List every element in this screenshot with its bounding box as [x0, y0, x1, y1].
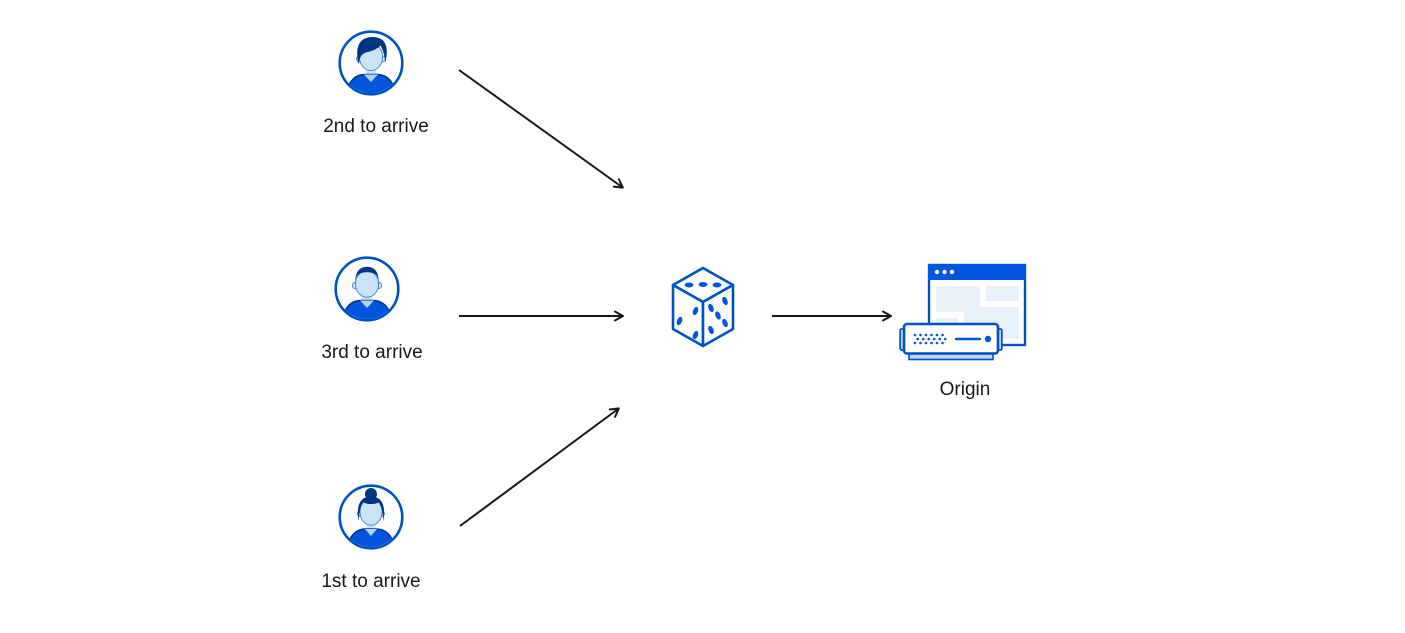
user-avatar-icon: [338, 30, 404, 96]
user-avatar-icon: [334, 256, 400, 322]
server-browser-icon: [899, 263, 1027, 361]
label-client-first: 1st to arrive: [321, 571, 421, 592]
server-vent-dots: [913, 333, 947, 345]
label-client-second: 2nd to arrive: [323, 116, 429, 137]
node-client-second: [338, 30, 404, 96]
user-avatar-icon: [338, 484, 404, 550]
node-dice: [669, 265, 737, 351]
node-origin: [899, 263, 1029, 363]
label-client-third: 3rd to arrive: [321, 342, 423, 363]
arrow-client2nd-to-dice: [458, 69, 624, 189]
arrow-client1st-to-dice: [459, 407, 620, 527]
label-origin: Origin: [939, 379, 991, 400]
node-client-first: [338, 484, 404, 550]
node-client-third: [334, 256, 400, 322]
dice-icon: [671, 266, 735, 348]
